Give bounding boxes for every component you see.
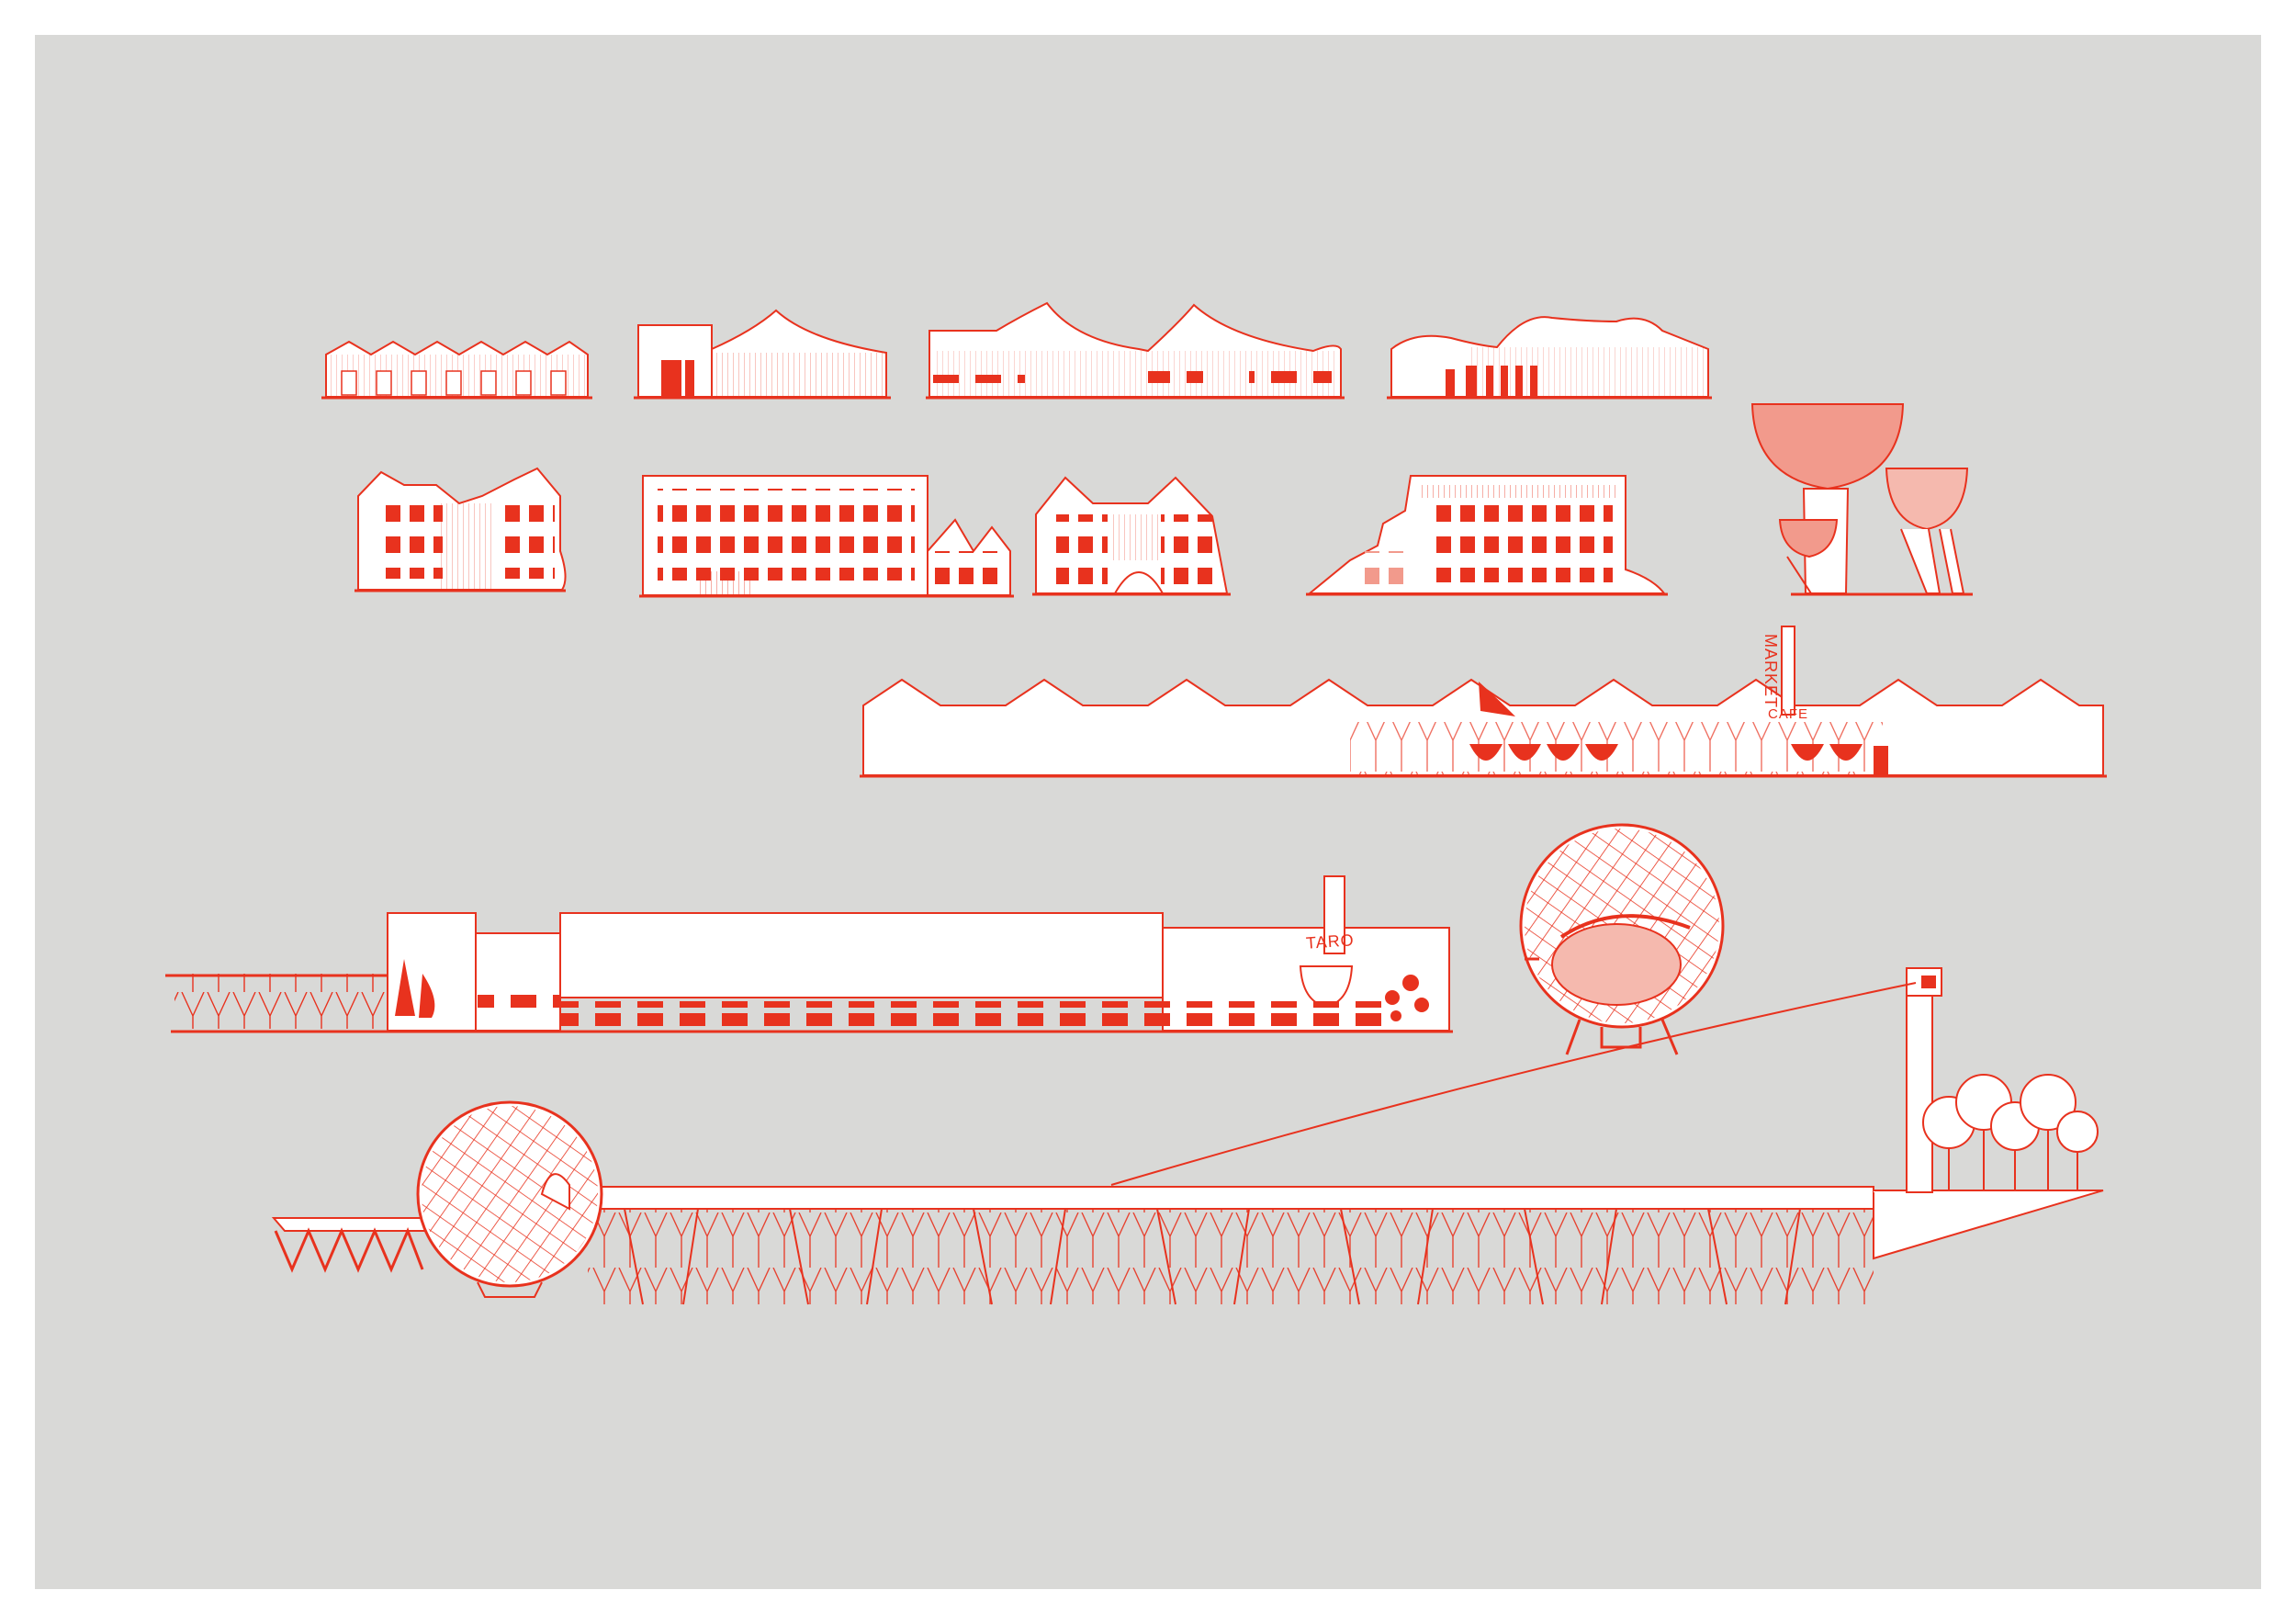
market-hall-long-elevation <box>165 875 1453 1033</box>
taro-sign-label: TARO <box>1305 930 1356 953</box>
elevation-housing-block-3 <box>1032 476 1231 596</box>
market-sign-label: MARKET <box>1761 634 1780 709</box>
elevation-double-peak-hall <box>926 301 1345 400</box>
elevation-housing-block-1 <box>355 467 567 592</box>
lattice-sphere-pavilion <box>1519 823 1725 1055</box>
pier-with-sphere-and-cable <box>271 967 2104 1305</box>
elevation-housing-block-4 <box>1306 475 1668 596</box>
cafe-sign-label: CAFE <box>1768 706 1809 722</box>
drawing-sheet <box>35 35 2261 1589</box>
elevation-barn-with-curved-roof <box>634 309 891 400</box>
elevation-housing-block-2 <box>639 475 1014 598</box>
elevation-small-sawtooth <box>321 340 592 400</box>
elevation-wavy-roof-hall <box>1387 316 1712 400</box>
long-peaked-market-hall <box>860 626 2107 778</box>
bowl-towers <box>1750 403 1973 596</box>
